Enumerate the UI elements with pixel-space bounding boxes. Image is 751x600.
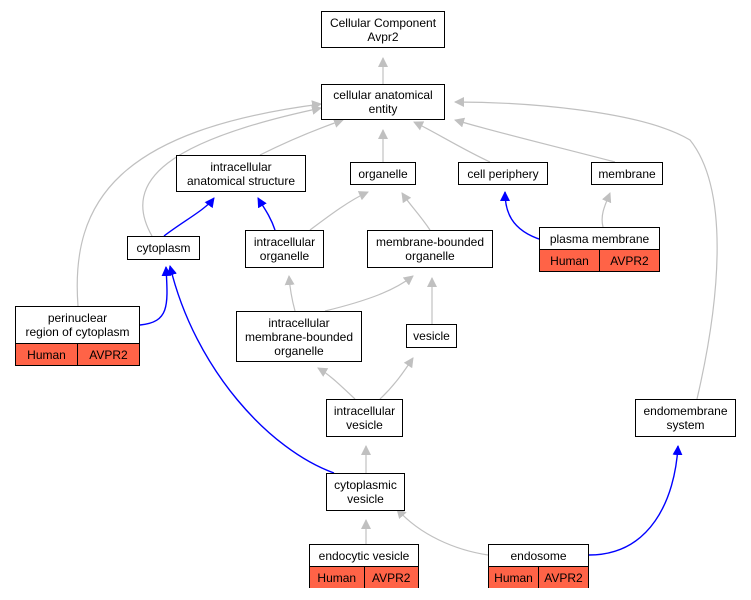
edge-perinuc-to-cae [76, 100, 322, 307]
node-label: plasma membrane [549, 231, 650, 246]
node-label: vesicle [413, 329, 450, 343]
edge-ias-to-cae [259, 118, 344, 156]
node-label: intracellular membrane-bounded organelle [244, 315, 354, 358]
edge-endosome-to-cytoves [396, 508, 489, 556]
node-label: intracellular vesicle [333, 404, 396, 432]
edge-membrane-to-cae [454, 117, 616, 163]
gene-badge: AVPR2 [363, 567, 418, 588]
edge-perinuc-to-cytoplasm [139, 266, 172, 326]
node-label: membrane [598, 166, 656, 181]
edge-cytoplasm-to-cae [142, 104, 322, 237]
node-endosome[interactable]: endosome Human AVPR2 [488, 544, 589, 588]
node-intracellular-membrane-bounded-organelle[interactable]: intracellular membrane-bounded organelle [236, 311, 362, 362]
node-label: membrane-bounded organelle [375, 235, 485, 263]
node-cell-periphery[interactable]: cell periphery [458, 162, 548, 185]
node-vesicle[interactable]: vesicle [406, 324, 457, 348]
species-badge: Human [16, 344, 77, 365]
edge-plasma-to-cellperiph [500, 191, 543, 241]
node-endomembrane-system[interactable]: endomembrane system [635, 399, 736, 437]
node-cytoplasm[interactable]: cytoplasm [127, 236, 200, 260]
node-label: Cellular Component Avpr2 [329, 15, 437, 44]
node-label: endomembrane system [643, 404, 728, 432]
node-label: cytoplasmic vesicle [334, 478, 397, 506]
node-membrane-bounded-organelle[interactable]: membrane-bounded organelle [367, 230, 493, 268]
edge-cytoplasm-to-ias [163, 197, 215, 237]
node-label: perinuclear region of cytoplasm [25, 311, 130, 339]
edge-endomem-to-cae [454, 97, 718, 400]
node-plasma-membrane[interactable]: plasma membrane Human AVPR2 [539, 227, 660, 272]
gene-badge: AVPR2 [599, 250, 659, 271]
node-intracellular-anatomical-structure[interactable]: intracellular anatomical structure [176, 155, 306, 192]
node-perinuclear-region-of-cytoplasm[interactable]: perinuclear region of cytoplasm Human AV… [15, 306, 140, 366]
species-badge: Human [489, 567, 538, 588]
edge-intraves-to-imbo [317, 367, 356, 400]
node-endocytic-vesicle[interactable]: endocytic vesicle Human AVPR2 [309, 544, 419, 588]
species-badge: Human [540, 250, 599, 271]
edge-mbo-to-organelle [401, 192, 431, 231]
species-badge: Human [310, 567, 364, 588]
edge-cytoves-to-cytoplasm [167, 265, 335, 474]
node-intracellular-organelle[interactable]: intracellular organelle [245, 230, 324, 268]
node-membrane[interactable]: membrane [591, 162, 663, 185]
edge-intraves-to-vesicle [379, 357, 414, 400]
node-label: endosome [510, 548, 567, 563]
node-label: cytoplasm [136, 241, 191, 255]
node-label: cell periphery [467, 166, 539, 181]
annotation-row: Human AVPR2 [540, 249, 659, 271]
node-label: intracellular organelle [253, 235, 316, 263]
gene-badge: AVPR2 [77, 344, 139, 365]
edge-intraorg-to-organelle [309, 191, 369, 231]
node-cellular-component-avpr2[interactable]: Cellular Component Avpr2 [321, 11, 445, 48]
edge-cellperiph-to-cae [413, 121, 491, 163]
node-label: organelle [358, 166, 408, 181]
edge-plasma-to-membrane [601, 192, 612, 228]
gene-badge: AVPR2 [538, 567, 588, 588]
node-label: endocytic vesicle [318, 548, 410, 563]
annotation-row: Human AVPR2 [16, 343, 139, 365]
edge-endosome-to-endomem [588, 445, 683, 556]
edge-imbo-to-intraorg [284, 275, 296, 312]
edge-imbo-to-mbo [324, 275, 414, 312]
annotation-row: Human AVPR2 [310, 566, 418, 588]
annotation-row: Human AVPR2 [489, 566, 588, 588]
node-intracellular-vesicle[interactable]: intracellular vesicle [326, 399, 403, 437]
node-cytoplasmic-vesicle[interactable]: cytoplasmic vesicle [326, 473, 405, 511]
node-label: intracellular anatomical structure [186, 159, 296, 188]
edge-intraorg-to-ias [257, 197, 276, 231]
node-cellular-anatomical-entity[interactable]: cellular anatomical entity [321, 84, 445, 120]
node-label: cellular anatomical entity [333, 88, 433, 116]
node-organelle[interactable]: organelle [350, 162, 416, 185]
